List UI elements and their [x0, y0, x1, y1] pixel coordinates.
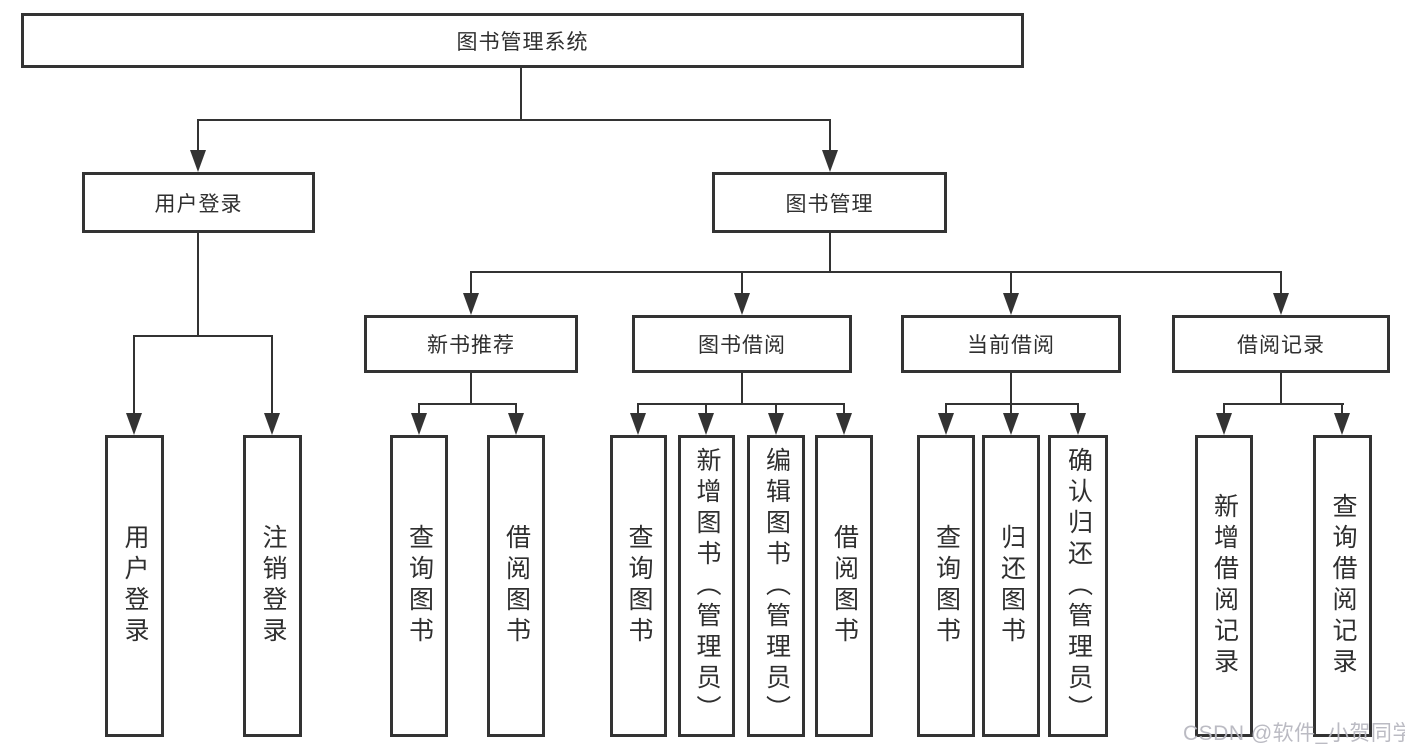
connector-new-book-recommendation-stub	[470, 373, 472, 405]
connector-drop	[775, 403, 777, 417]
leaf-query-borrow-record: 查询借阅记录	[1313, 435, 1372, 737]
arrowhead-icon	[938, 413, 954, 435]
connector-book-borrowing-stub	[741, 373, 743, 405]
arrowhead-icon	[822, 150, 838, 172]
connector-drop-book-borrowing	[741, 271, 743, 297]
leaf-edit-books-admin-label: 编辑图书（管理员）	[762, 446, 791, 726]
arrowhead-icon	[508, 413, 524, 435]
connector-drop-user-login	[197, 119, 199, 154]
connector-drop	[1077, 403, 1079, 417]
connector-drop	[843, 403, 845, 417]
node-book-borrowing-label: 图书借阅	[698, 334, 786, 357]
connector-root-stub	[520, 68, 522, 121]
leaf-return-books: 归还图书	[982, 435, 1040, 737]
arrowhead-icon	[1070, 413, 1086, 435]
connector-drop	[418, 403, 420, 417]
arrowhead-icon	[836, 413, 852, 435]
connector-drop-book-management	[829, 119, 831, 154]
connector-drop	[515, 403, 517, 417]
leaf-add-borrow-record: 新增借阅记录	[1195, 435, 1253, 737]
leaf-query-borrow-record-label: 查询借阅记录	[1329, 493, 1357, 679]
node-book-borrowing: 图书借阅	[632, 315, 852, 373]
node-borrowing-records-label: 借阅记录	[1237, 334, 1325, 357]
leaf-borrow-books-recommend-label: 借阅图书	[502, 524, 531, 648]
leaf-add-books-admin-label: 新增图书（管理员）	[693, 446, 721, 726]
arrowhead-icon	[768, 413, 784, 435]
connector-drop-leaf-user-login	[133, 335, 135, 417]
leaf-query-books-borrowing-label: 查询图书	[625, 524, 653, 648]
node-book-management-label: 图书管理	[785, 192, 874, 216]
node-current-borrowing-label: 当前借阅	[967, 334, 1055, 357]
node-user-login-label: 用户登录	[154, 192, 243, 216]
connector-user-login-rail	[133, 335, 273, 337]
connector-book-borrowing-rail	[637, 403, 845, 405]
arrowhead-icon	[734, 293, 750, 315]
connector-borrowing-records-rail	[1223, 403, 1344, 405]
leaf-query-books-current-label: 查询图书	[932, 524, 961, 648]
leaf-query-books-recommend: 查询图书	[390, 435, 448, 737]
connector-drop-current-borrowing	[1010, 271, 1012, 297]
connector-book-management-rail	[470, 271, 1282, 273]
arrowhead-icon	[264, 413, 280, 435]
connector-book-management-stub	[829, 233, 831, 273]
leaf-return-books-label: 归还图书	[997, 524, 1026, 648]
watermark: CSDN @软件_小贺同学	[1183, 722, 1405, 745]
connector-drop	[705, 403, 707, 417]
leaf-user-login-label: 用户登录	[121, 524, 149, 648]
arrowhead-icon	[630, 413, 646, 435]
arrowhead-icon	[1003, 413, 1019, 435]
leaf-query-books-current: 查询图书	[917, 435, 975, 737]
connector-drop-new-book-recommendation	[470, 271, 472, 297]
leaf-query-books-borrowing: 查询图书	[610, 435, 667, 737]
arrowhead-icon	[126, 413, 142, 435]
arrowhead-icon	[1003, 293, 1019, 315]
connector-current-borrowing-stub	[1010, 373, 1012, 405]
connector-user-login-stub	[197, 233, 199, 337]
arrowhead-icon	[1216, 413, 1232, 435]
leaf-edit-books-admin: 编辑图书（管理员）	[747, 435, 805, 737]
node-borrowing-records: 借阅记录	[1172, 315, 1390, 373]
connector-drop	[1010, 403, 1012, 417]
leaf-confirm-return-admin: 确认归还（管理员）	[1048, 435, 1108, 737]
leaf-query-books-recommend-label: 查询图书	[405, 524, 434, 648]
leaf-logout-label: 注销登录	[259, 524, 287, 648]
leaf-add-borrow-record-label: 新增借阅记录	[1210, 493, 1239, 679]
arrowhead-icon	[463, 293, 479, 315]
node-root: 图书管理系统	[21, 13, 1024, 68]
connector-drop	[1341, 403, 1343, 417]
leaf-borrow-books-borrowing-label: 借阅图书	[830, 524, 859, 648]
connector-borrowing-records-stub	[1280, 373, 1282, 405]
arrowhead-icon	[1334, 413, 1350, 435]
connector-new-book-recommendation-rail	[418, 403, 517, 405]
node-user-login: 用户登录	[82, 172, 315, 233]
arrowhead-icon	[1273, 293, 1289, 315]
node-new-book-recommendation-label: 新书推荐	[427, 334, 515, 357]
connector-drop	[945, 403, 947, 417]
connector-drop	[637, 403, 639, 417]
connector-drop	[1223, 403, 1225, 417]
leaf-user-login: 用户登录	[105, 435, 164, 737]
arrowhead-icon	[190, 150, 206, 172]
leaf-borrow-books-recommend: 借阅图书	[487, 435, 545, 737]
arrowhead-icon	[698, 413, 714, 435]
connector-drop-leaf-logout	[271, 335, 273, 417]
node-root-label: 图书管理系统	[456, 30, 589, 54]
leaf-confirm-return-admin-label: 确认归还（管理员）	[1064, 446, 1093, 726]
node-book-management: 图书管理	[712, 172, 947, 233]
connector-current-borrowing-rail	[945, 403, 1079, 405]
leaf-add-books-admin: 新增图书（管理员）	[678, 435, 735, 737]
arrowhead-icon	[411, 413, 427, 435]
leaf-logout: 注销登录	[243, 435, 302, 737]
connector-root-rail	[197, 119, 831, 121]
connector-drop-borrowing-records	[1280, 271, 1282, 297]
node-new-book-recommendation: 新书推荐	[364, 315, 578, 373]
node-current-borrowing: 当前借阅	[901, 315, 1121, 373]
leaf-borrow-books-borrowing: 借阅图书	[815, 435, 873, 737]
